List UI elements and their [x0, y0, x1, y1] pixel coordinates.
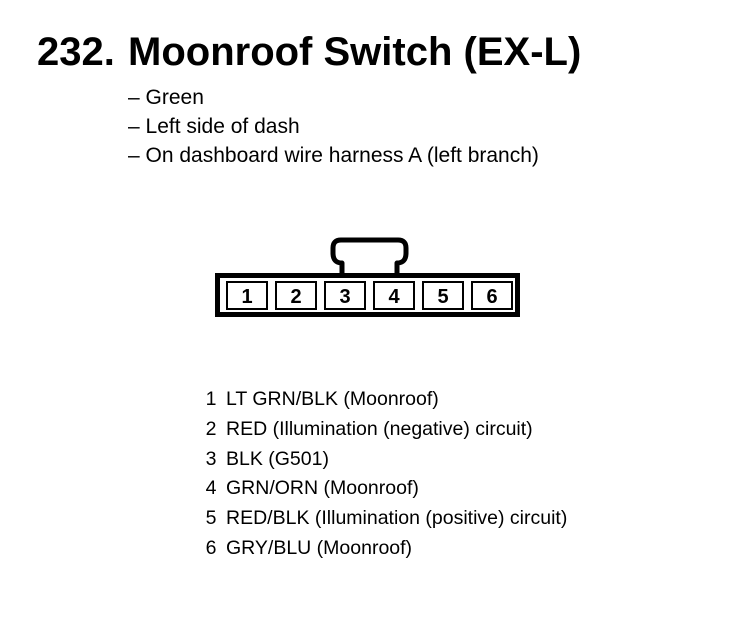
- pin-row: 5 RED/BLK (Illumination (positive) circui…: [196, 504, 568, 534]
- pin-row: 3 BLK (G501): [196, 445, 567, 475]
- connector-pin-cell: [373, 281, 415, 310]
- title-number: 232.: [37, 30, 115, 74]
- pin-number: 2: [205, 417, 217, 440]
- pin-row: 4 GRN/ORN (Moonroof): [196, 474, 567, 504]
- pin-row: 2 RED (Illumination (negative) circuit): [196, 415, 567, 445]
- connector-diagram: 1 2 3 4 5 6: [215, 237, 520, 317]
- pin-description: RED/BLK (Illumination (positive) circuit…: [226, 507, 568, 530]
- connector-pin-label: 6: [486, 286, 497, 308]
- connector-pin-label: 4: [388, 286, 400, 308]
- connector-pin-label: 3: [339, 286, 350, 308]
- pin-description: LT GRN/BLK (Moonroof): [226, 388, 439, 410]
- pin-number: 5: [205, 507, 217, 530]
- pin-number: 3: [205, 447, 217, 470]
- detail-harness: – On dashboard wire harness A (left bran…: [128, 144, 539, 167]
- connector-pin-label: 5: [437, 286, 448, 308]
- pin-number: 4: [205, 477, 217, 500]
- title-text: Moonroof Switch (EX-L): [128, 30, 582, 74]
- page-title: 232. Moonroof Switch (EX-L): [37, 26, 581, 78]
- pin-list: 1 LT GRN/BLK (Moonroof) 2 RED (Illuminatio…: [196, 385, 568, 564]
- pin-number: 1: [205, 388, 217, 410]
- connector-pin-cell: [226, 281, 268, 310]
- pin-row: 1 LT GRN/BLK (Moonroof): [196, 385, 567, 415]
- pin-description: BLK (G501): [226, 447, 329, 470]
- detail-color: – Green: [128, 86, 204, 109]
- connector-pin-label: 1: [241, 286, 252, 308]
- pin-row: 6 GRY/BLU (Moonroof): [196, 534, 567, 564]
- pin-description: GRN/ORN (Moonroof): [226, 477, 419, 500]
- connector-pin-label: 2: [290, 286, 301, 308]
- pin-number: 6: [205, 536, 217, 559]
- connector-details: – Green – Left side of dash – On dashboa…: [128, 83, 539, 170]
- pin-description: RED (Illumination (negative) circuit): [226, 417, 533, 440]
- pin-description: GRY/BLU (Moonroof): [226, 536, 413, 559]
- detail-location: – Left side of dash: [128, 115, 300, 138]
- connector-pin-cell: [422, 281, 464, 310]
- connector-pin-cell: [275, 281, 317, 310]
- connector-pin-cell: [471, 281, 513, 310]
- connector-lock-tab: [330, 237, 409, 273]
- connector-pin-cell: [324, 281, 366, 310]
